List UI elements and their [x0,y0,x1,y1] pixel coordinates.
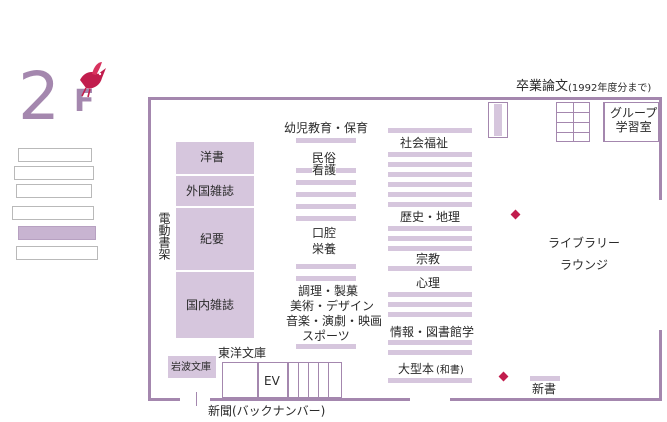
shelf-foreign-magazines [176,176,254,206]
info-library-label: 情報・図書館学 [390,325,475,339]
oral-label: 口腔 [312,226,337,240]
shelf-bar [388,266,472,271]
stair-area [288,362,342,398]
western-books-label: 洋書 [200,150,225,164]
group-study-room [603,102,659,142]
shelf-domestic-magazines [176,272,254,338]
newspaper-label: 新聞(バックナンバー) [208,404,326,418]
stair-step [308,362,309,398]
new-books-shelf [530,376,560,381]
stair-step [328,362,329,398]
shelf-bar [388,182,472,187]
psychology-label: 心理 [416,276,441,290]
cooking-label: 調理・製菓 [298,284,359,298]
bulletins-label: 紀要 [200,232,225,246]
shelf-bar [296,138,356,143]
shelf-bar [388,226,472,231]
iwanami-bunko-label: 岩波文庫 [171,362,211,373]
ev-label: EV [264,374,280,388]
shelf-bar [296,264,356,269]
shelf-bar [388,350,472,355]
newspaper-leader [196,392,197,406]
shelf-bar [388,312,472,317]
shelf-bar [388,152,472,157]
stack-layer [14,166,94,180]
electric-shelf-label: 電動書架 [157,212,171,260]
large-books-note: (和書) [436,365,464,376]
stair-fill [494,104,502,136]
sports-label: スポーツ [302,329,350,343]
shelf-bar [388,172,472,177]
shelf-bar [296,180,356,185]
domestic-magazines-label: 国内雑誌 [186,298,235,312]
stack-layer [12,206,94,220]
outline-gap [410,398,450,404]
shelf-bar [296,192,356,197]
shelf-bar [388,340,472,345]
iwanami-bunko-shelf [168,356,216,378]
stair-step [298,362,299,398]
shelf-bar [388,202,472,207]
stair-box [488,102,508,138]
shelf-bar [296,344,356,349]
music-drama-label: 音楽・演劇・映画 [286,314,383,328]
outline-gap [659,200,665,330]
toyo-bunko-label: 東洋文庫 [218,346,267,360]
nursing-label: 看護 [312,163,337,177]
shelf-western-books [176,142,254,174]
library-lounge-label: ライブラリー ラウンジ [548,236,621,272]
shelf-bar [388,192,472,197]
stair-step [318,362,319,398]
stack-layer [16,184,92,198]
history-geo-label: 歴史・地理 [400,210,461,224]
large-books-label: 大型本 [398,362,435,376]
shelf-bar [388,302,472,307]
folklore-label: 民俗 [312,151,337,165]
floor-number: 2 [18,58,60,135]
stack-layer-current [18,226,96,240]
foreign-magazines-label: 外国雑誌 [186,184,235,198]
shelf-bar [388,292,472,297]
stack-layer [18,148,92,162]
shelf-bar [296,276,356,281]
thesis-note: (1992年度分まで) [568,83,652,94]
art-design-label: 美術・デザイン [290,299,375,313]
new-books-label: 新書 [532,382,557,396]
toyo-bunko-area [222,362,258,398]
group-study-label: グループ 学習室 [610,106,658,134]
shelf-bar [296,204,356,209]
social-welfare-label: 社会福祉 [400,136,449,150]
shelf-bar [388,246,472,251]
religion-label: 宗教 [416,252,441,266]
stair-divider [573,102,574,142]
shelf-bar [388,128,472,133]
nutrition-label: 栄養 [312,242,337,256]
shelf-bar [388,378,472,383]
thesis-label: 卒業論文 [516,79,569,94]
elevator [258,362,288,398]
shelf-bar [296,216,356,221]
stack-layer [16,246,98,260]
early-childhood-label: 幼児教育・保育 [284,121,369,135]
shelf-bar [388,236,472,241]
outline-gap [180,398,210,404]
red-bird-icon [80,62,106,98]
shelf-bulletins [176,208,254,270]
shelf-bar [388,162,472,167]
